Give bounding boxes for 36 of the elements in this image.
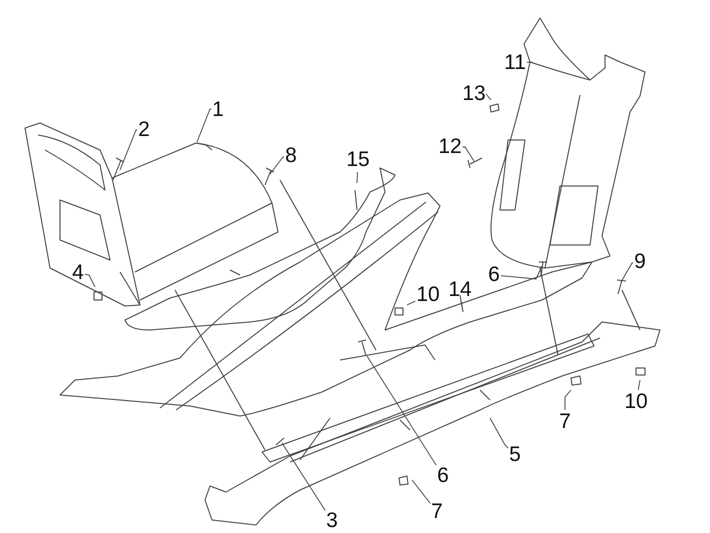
- leader-line: [620, 262, 634, 282]
- leader-line: [486, 94, 492, 100]
- leader-line: [366, 356, 437, 466]
- leader-line: [196, 108, 212, 142]
- leader-line: [490, 418, 509, 449]
- callout-number: 14: [448, 279, 472, 301]
- callout-number: 15: [346, 149, 370, 171]
- leader-line: [356, 172, 358, 184]
- leader-line: [526, 62, 532, 63]
- leader-line: [270, 156, 285, 174]
- callout-number: 5: [509, 444, 521, 466]
- callout-number: 7: [431, 501, 443, 523]
- leader-line: [461, 302, 462, 306]
- leader-line: [412, 480, 431, 504]
- callout-number: 12: [438, 136, 462, 158]
- callout-number: 11: [504, 52, 526, 74]
- callout-number: 7: [559, 411, 571, 433]
- callout-number: 13: [462, 83, 486, 105]
- callout-number: 9: [634, 251, 646, 273]
- callout-number: 1: [212, 99, 224, 121]
- callout-number: 3: [326, 510, 338, 532]
- leader-line: [406, 300, 416, 306]
- leader-line: [282, 442, 326, 511]
- callout-number: 4: [72, 262, 84, 284]
- leader-line: [500, 266, 542, 280]
- leader-line: [564, 390, 572, 410]
- leader-line: [120, 130, 138, 170]
- callout-number: 8: [285, 145, 297, 167]
- leader-line: [638, 380, 640, 390]
- callout-number: 6: [488, 264, 500, 286]
- leader-line: [84, 274, 96, 288]
- callout-number: 10: [624, 391, 648, 413]
- callout-number: 6: [437, 465, 449, 487]
- callout-number: 2: [138, 119, 150, 141]
- callout-number: 10: [416, 284, 440, 306]
- leader-line: [462, 146, 474, 162]
